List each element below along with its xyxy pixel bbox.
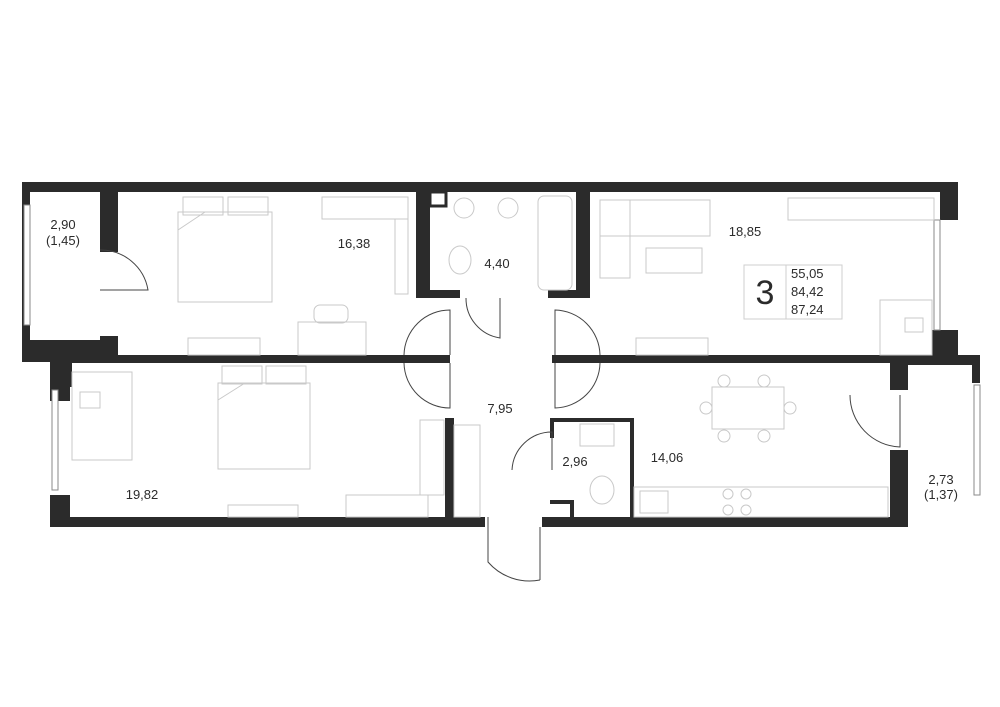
living-area: 55,05 [791,266,824,281]
room-area-balcony-left: 2,90 [50,217,75,232]
room-subarea-balcony-left: (1,45) [46,233,80,248]
room-area-hall: 7,95 [487,401,512,416]
room-area-bedroom-bottom: 19,82 [126,487,159,502]
room-area-kitchen: 14,06 [651,450,684,465]
room-subarea-balcony-right: (1,37) [924,487,958,502]
room-area-bedroom-top: 16,38 [338,236,371,251]
room-area-balcony-right: 2,73 [928,472,953,487]
room-area-living-room: 18,85 [729,224,762,239]
total-area: 84,42 [791,284,824,299]
apartment-summary-badge: 3 55,05 84,42 87,24 [743,264,843,320]
walls [22,182,980,527]
room-labels: 2,90 (1,45) 16,38 4,40 18,85 19,82 7,95 … [46,217,958,502]
rooms-count: 3 [756,274,775,312]
room-area-bathroom: 4,40 [484,256,509,271]
room-area-wc: 2,96 [562,454,587,469]
total-area-with-balcony: 87,24 [791,302,824,317]
windows [23,204,981,496]
furniture [71,195,935,518]
doors [99,249,901,582]
